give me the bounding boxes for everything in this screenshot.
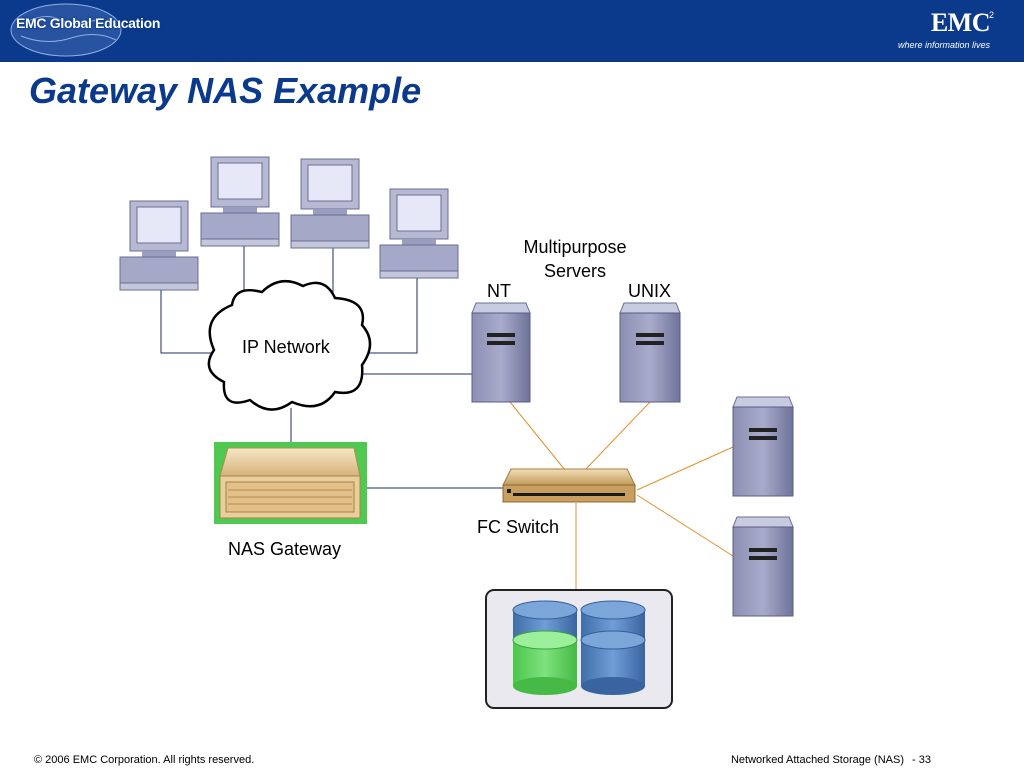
unix-server	[619, 302, 681, 403]
fc-links	[509, 401, 734, 590]
fc-switch-label: FC Switch	[477, 517, 560, 537]
nas-gateway-label: NAS Gateway	[228, 539, 342, 559]
ip-link-pc4	[368, 278, 418, 354]
footer-copyright: © 2006 EMC Corporation. All rights reser…	[34, 754, 255, 766]
unix-label: UNIX	[628, 281, 672, 301]
ip-link-pc1	[160, 290, 215, 354]
nt-server	[471, 302, 531, 403]
disk-green	[512, 630, 578, 695]
brand-name: EMC Global Education	[16, 15, 161, 31]
header-bar: EMC Global Education EMC 2 where informa…	[0, 0, 1024, 62]
slide-title: Gateway NAS Example	[29, 70, 422, 111]
fc-link-server4	[636, 494, 734, 557]
storage-server	[732, 396, 794, 497]
fc-link-nt	[509, 401, 566, 471]
ip-network-cloud	[207, 279, 372, 411]
nt-label: NT	[487, 281, 511, 301]
ip-network-label: IP Network	[242, 337, 330, 357]
fc-switch-device	[502, 468, 636, 503]
nas-gateway-device	[214, 442, 367, 524]
globe-icon	[10, 3, 122, 57]
emc-tagline: where information lives	[897, 40, 990, 50]
workstation	[119, 200, 199, 291]
workstation	[379, 188, 459, 279]
workstation	[290, 158, 370, 249]
storage-array	[485, 589, 673, 709]
storage-server	[732, 516, 794, 617]
workstation	[200, 156, 280, 247]
footer-page-number: - 33	[912, 754, 931, 766]
emc-logo: EMC	[930, 8, 991, 37]
multipurpose-servers-label: Multipurpose Servers	[523, 237, 627, 281]
fc-link-server3	[636, 446, 734, 491]
emc-logo-superscript: 2	[988, 10, 994, 20]
footer-course: Networked Attached Storage (NAS)	[730, 754, 904, 766]
fc-link-unix	[584, 401, 651, 471]
disk-blue	[580, 630, 646, 695]
